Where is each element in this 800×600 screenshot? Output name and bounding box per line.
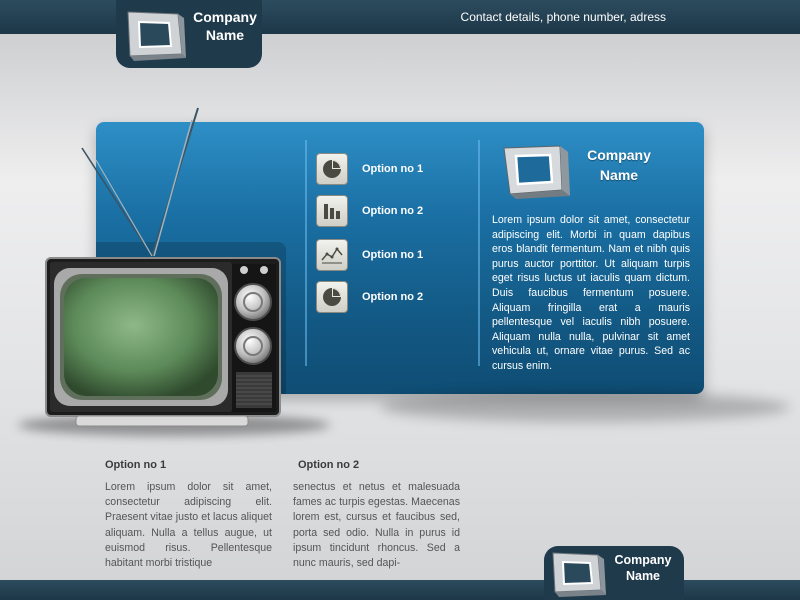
header-logo-line1: Company xyxy=(193,9,257,25)
column-title: Option no 1 xyxy=(105,459,167,471)
option-item[interactable]: Option no 1 xyxy=(316,153,423,185)
line-chart-icon xyxy=(316,239,348,271)
option-label: Option no 1 xyxy=(362,163,424,175)
column-text: Lorem ipsum dolor sit amet, consectetur … xyxy=(105,481,272,570)
column-title: Option no 2 xyxy=(298,459,360,471)
footer-logo[interactable]: Company Name xyxy=(544,546,684,600)
retro-tv-illustration xyxy=(45,107,281,427)
panel-logo-text: Company Name xyxy=(580,146,658,185)
column-text: senectus et netus et malesuada fames ac … xyxy=(293,481,460,570)
header-logo-line2: Name xyxy=(205,26,245,43)
pie-chart-icon xyxy=(316,153,348,185)
pie-chart-icon xyxy=(316,281,348,313)
footer-logo-line1: Company xyxy=(614,553,672,567)
option-item[interactable]: Option no 2 xyxy=(316,281,423,313)
option-item[interactable]: Option no 2 xyxy=(316,195,423,227)
option-label: Option no 2 xyxy=(362,205,424,217)
tv-frame-icon xyxy=(552,552,606,597)
panel-body-text: Lorem ipsum dolor sit amet, consectetur … xyxy=(492,214,690,372)
option-label: Option no 2 xyxy=(362,291,424,303)
tv-frame-icon xyxy=(127,11,186,61)
option-item[interactable]: Option no 1 xyxy=(316,239,423,271)
divider xyxy=(478,140,480,366)
tv-frame-icon xyxy=(503,145,570,199)
bar-chart-icon xyxy=(316,195,348,227)
panel-logo-line1: Company xyxy=(587,147,651,163)
header-logo[interactable]: Company Name xyxy=(116,0,262,68)
contact-details: Contact details, phone number, adress xyxy=(460,10,666,24)
panel-logo-line2: Name xyxy=(599,166,639,183)
option-label: Option no 1 xyxy=(362,249,424,261)
divider xyxy=(305,140,307,366)
footer-logo-line2: Name xyxy=(625,568,661,583)
